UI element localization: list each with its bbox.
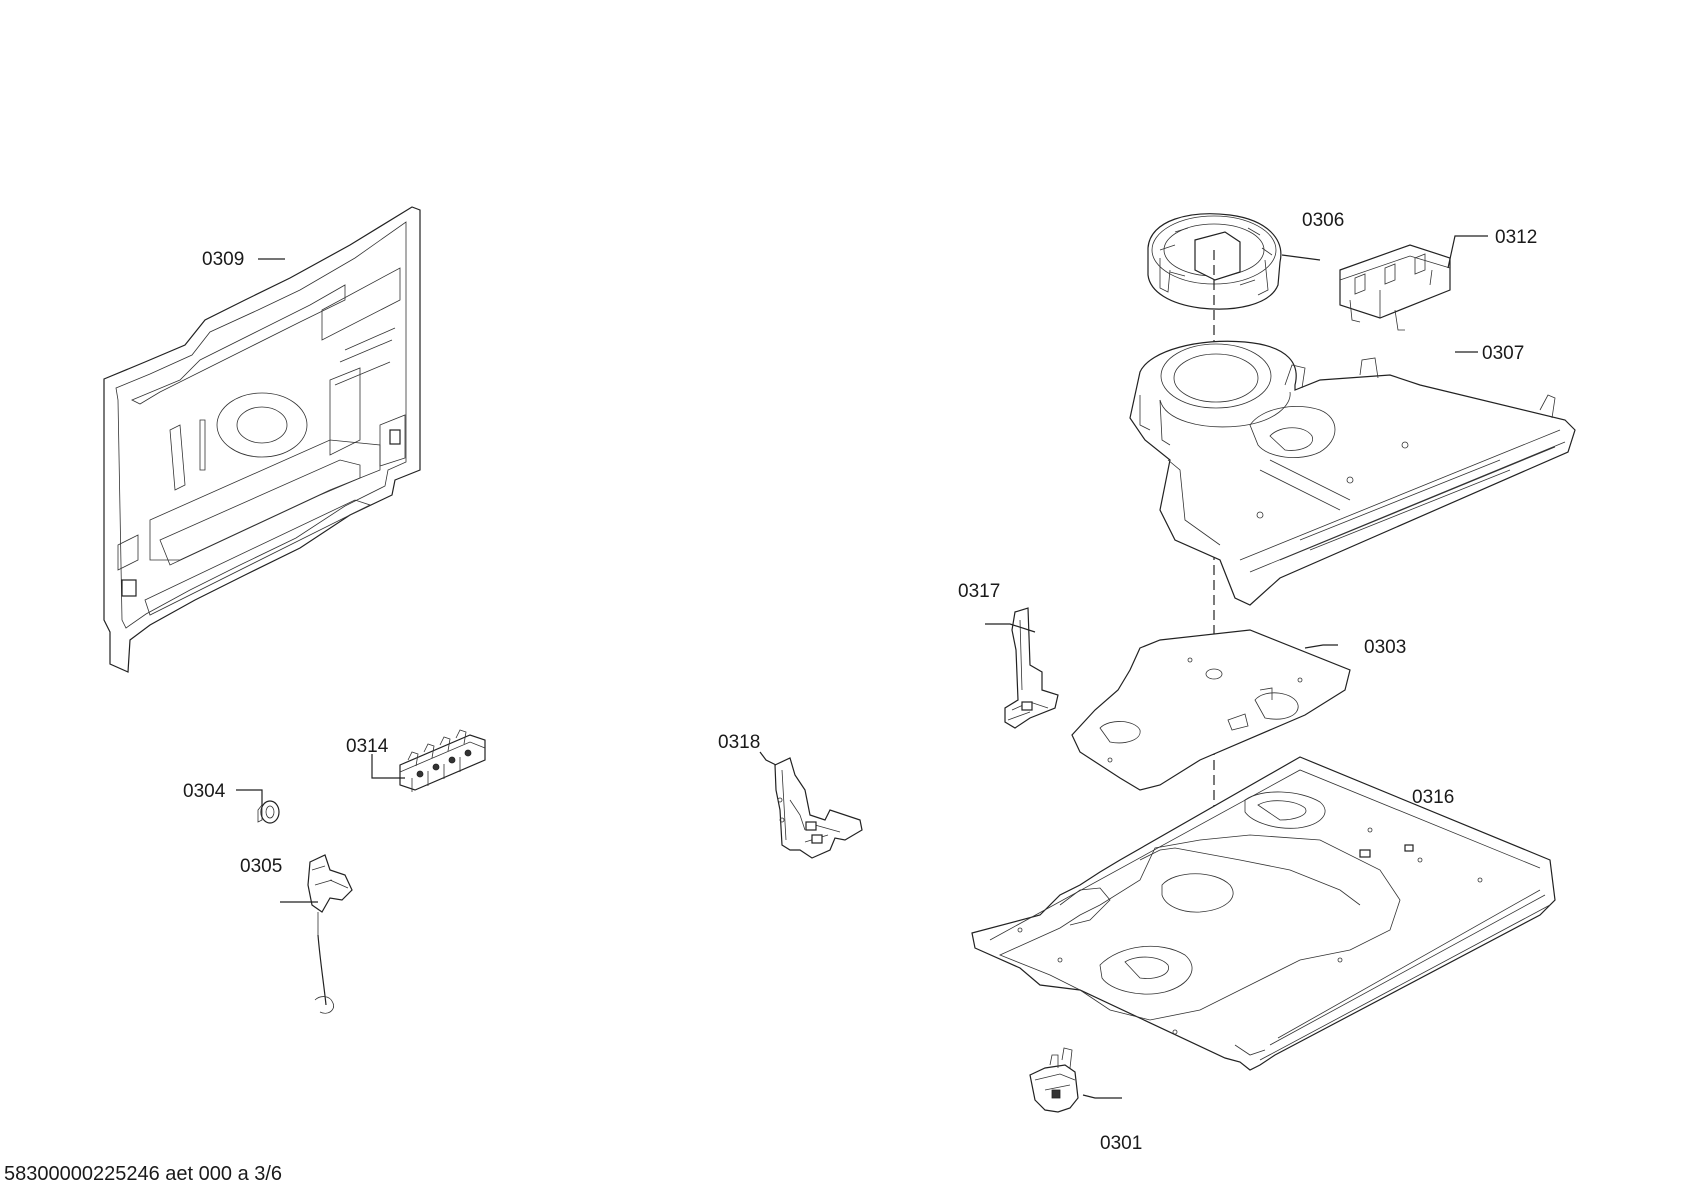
label-0305: 0305 xyxy=(240,856,282,877)
part-0305-sensor xyxy=(307,854,353,1014)
part-0304-plug xyxy=(257,800,280,824)
leader-0312 xyxy=(1447,235,1488,269)
label-0317: 0317 xyxy=(958,581,1000,602)
leader-0317 xyxy=(985,623,1036,633)
document-id: 58300000225246 aet 000 a 3/6 xyxy=(4,1163,282,1185)
label-0316: 0316 xyxy=(1412,787,1454,808)
label-0306: 0306 xyxy=(1302,210,1344,231)
label-0312: 0312 xyxy=(1495,227,1537,248)
part-0306-fan-wheel xyxy=(1147,213,1282,820)
part-0318-bracket xyxy=(774,757,863,859)
part-0317-bracket xyxy=(1004,607,1059,729)
part-0316-base-tray xyxy=(971,756,1556,1071)
label-0309: 0309 xyxy=(202,249,244,270)
part-0303-plate xyxy=(1071,629,1351,791)
label-0314: 0314 xyxy=(346,736,389,757)
leader-0304 xyxy=(236,789,263,806)
label-0301: 0301 xyxy=(1100,1133,1142,1154)
label-0303: 0303 xyxy=(1364,637,1406,658)
label-0307: 0307 xyxy=(1482,343,1524,364)
part-0314-terminal-block xyxy=(399,729,486,792)
leader-0314 xyxy=(371,754,405,779)
leader-0301 xyxy=(1082,1094,1122,1099)
part-0307-fan-housing xyxy=(1129,340,1576,606)
part-0301-switch xyxy=(1029,1047,1079,1113)
leader-0303 xyxy=(1304,644,1338,649)
leader-0318 xyxy=(759,751,777,766)
part-0309-rear-panel xyxy=(103,206,421,673)
part-labels: 0309 0306 0312 0307 0317 0303 0316 0301 … xyxy=(183,210,1537,1154)
leader-0306 xyxy=(1281,254,1321,261)
label-0318: 0318 xyxy=(718,732,760,753)
leader-lines xyxy=(236,235,1488,1099)
label-0304: 0304 xyxy=(183,781,226,802)
part-0312-connector-block xyxy=(1339,244,1451,331)
